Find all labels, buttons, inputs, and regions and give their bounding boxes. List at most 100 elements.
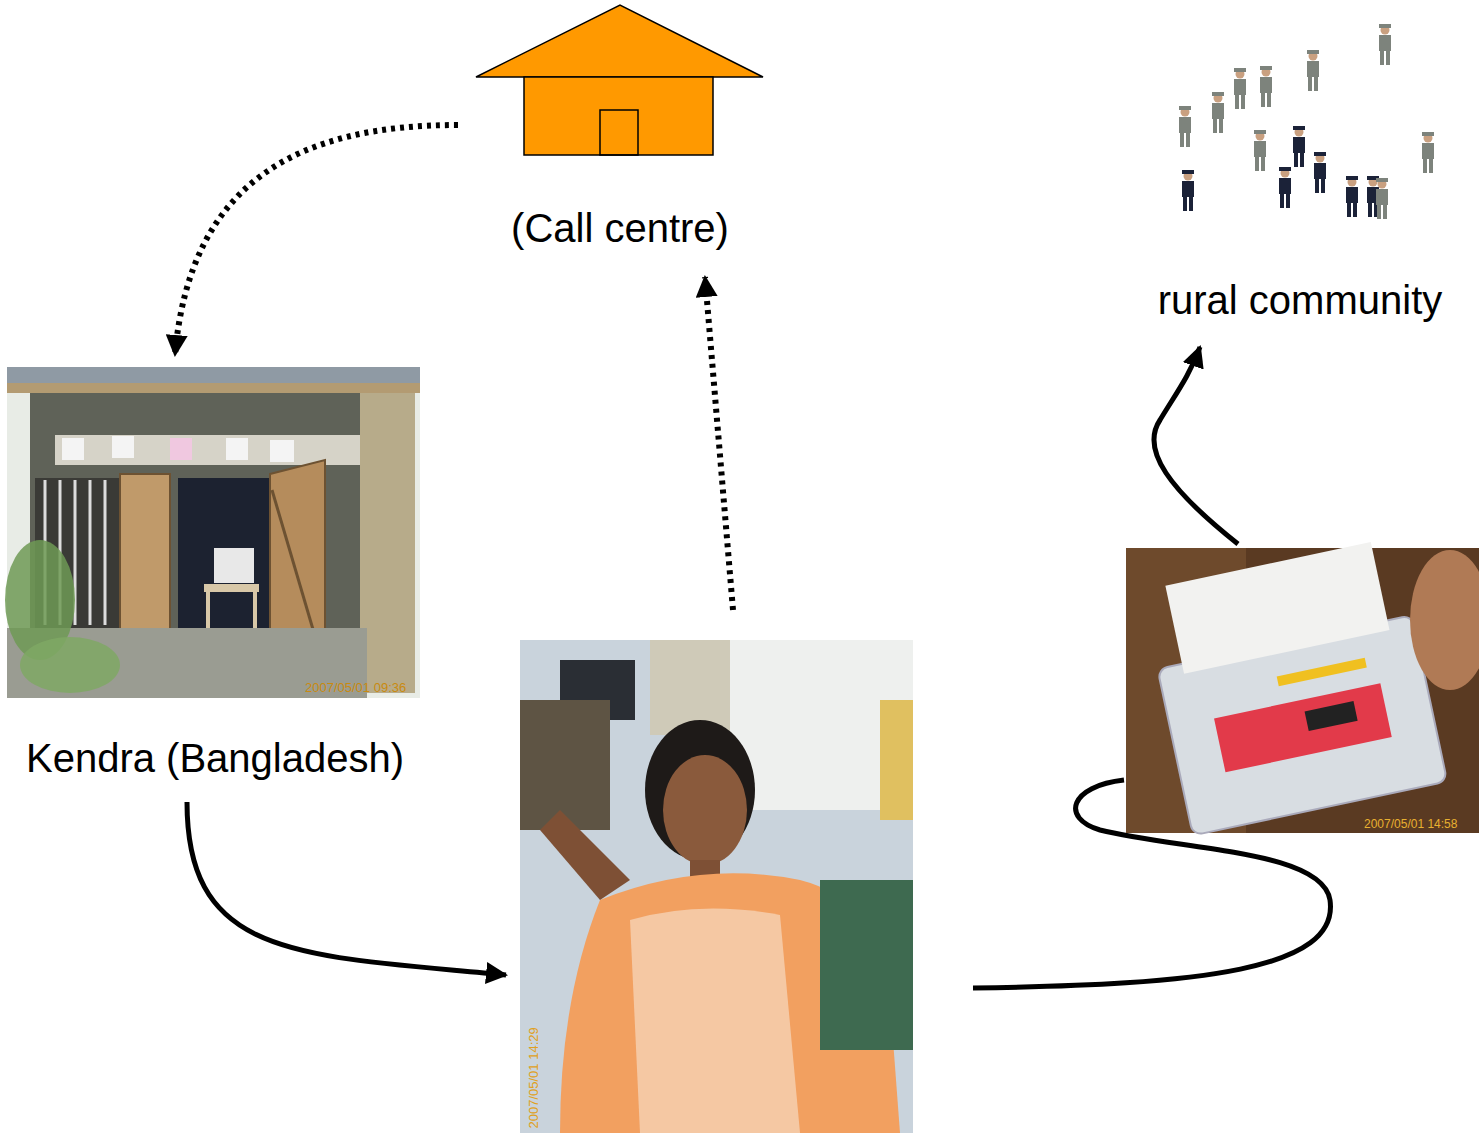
kendra-photo	[360, 393, 415, 693]
test-kit-photo	[1277, 658, 1367, 686]
person-part	[1179, 106, 1191, 110]
person-part	[1346, 176, 1358, 180]
people-icons	[1179, 24, 1434, 219]
person-part	[1422, 132, 1434, 136]
person-part	[1293, 137, 1305, 153]
woman-photo-node: 2007/05/01 14:29	[520, 640, 913, 1133]
kendra-photo	[5, 367, 420, 698]
person-part	[1307, 61, 1319, 77]
person-part	[1380, 51, 1384, 65]
person-part	[1279, 178, 1291, 194]
person-part	[1213, 119, 1217, 133]
photo-timestamp: 2007/05/01 14:58	[1364, 818, 1457, 832]
text-holder: rural community	[1125, 277, 1475, 323]
house-icon	[476, 5, 763, 155]
person-part	[1279, 167, 1291, 171]
person-part	[1314, 152, 1326, 156]
person-part	[1300, 153, 1304, 167]
kendra-photo	[226, 438, 248, 460]
woman-photo	[820, 880, 913, 1050]
person-part	[1241, 95, 1245, 109]
solid-arrow	[187, 802, 506, 975]
text-holder: 2007/05/01 09:36	[305, 678, 420, 696]
person-part	[1429, 159, 1433, 173]
person-part	[1267, 93, 1271, 107]
person-part	[1376, 189, 1388, 205]
person-part	[1179, 117, 1191, 133]
person-part	[1254, 141, 1266, 157]
kendra-photo	[7, 383, 420, 393]
person-part	[1314, 77, 1318, 91]
photo-timestamp: 2007/05/01 14:29	[527, 1027, 542, 1128]
woman-photo	[880, 700, 913, 820]
person-icon	[1314, 152, 1326, 193]
house-icon	[600, 110, 638, 155]
person-part	[1377, 205, 1381, 219]
kendra-photo	[20, 637, 120, 693]
kendra-photo	[170, 438, 192, 460]
kendra-photo	[104, 480, 107, 625]
test-kit-photo	[1126, 537, 1479, 836]
person-icon	[1279, 167, 1291, 208]
person-part	[1189, 197, 1193, 211]
person-icon	[1422, 132, 1434, 173]
person-part	[1386, 51, 1390, 65]
kendra-photo	[270, 440, 294, 462]
text-holder: (Call centre)	[470, 205, 770, 251]
person-icon	[1234, 68, 1246, 109]
node-label: rural community	[1158, 277, 1443, 323]
test-kit-photo-node: 2007/05/01 14:58	[1126, 548, 1479, 833]
woman-photo	[520, 640, 913, 1133]
person-part	[1294, 153, 1298, 167]
person-part	[1383, 205, 1387, 219]
rural-community-node: rural community	[1125, 15, 1475, 325]
person-part	[1347, 203, 1351, 217]
person-icon	[1293, 126, 1305, 167]
person-part	[1379, 35, 1391, 51]
woman-photo	[630, 909, 800, 1133]
person-icon	[1307, 50, 1319, 91]
kendra-photo	[89, 480, 92, 625]
woman-photo	[520, 640, 913, 1133]
kendra-photo	[214, 548, 254, 583]
person-part	[1234, 79, 1246, 95]
node-label: Kendra (Bangladesh)	[26, 735, 404, 781]
dotted-arrow	[175, 125, 458, 355]
person-part	[1346, 187, 1358, 203]
person-part	[1261, 93, 1265, 107]
person-part	[1423, 159, 1427, 173]
person-part	[1376, 178, 1388, 182]
kendra-photo	[62, 438, 84, 460]
person-part	[1186, 133, 1190, 147]
person-part	[1293, 126, 1305, 130]
dotted-arrow	[705, 277, 733, 610]
person-part	[1315, 179, 1319, 193]
node-label: (Call centre)	[511, 205, 729, 251]
person-icon	[1376, 178, 1388, 219]
person-part	[1180, 133, 1184, 147]
person-icon	[1254, 130, 1266, 171]
person-part	[1422, 143, 1434, 159]
person-part	[1261, 157, 1265, 171]
person-part	[1286, 194, 1290, 208]
test-kit-photo	[1410, 550, 1479, 690]
person-part	[1321, 179, 1325, 193]
test-kit-photo	[1141, 537, 1447, 836]
solid-arrow	[1154, 347, 1238, 544]
kendra-photo	[7, 367, 420, 383]
person-part	[1368, 203, 1372, 217]
call-centre-node: (Call centre)	[470, 0, 770, 265]
woman-photo	[650, 640, 730, 735]
kendra-photo	[120, 474, 170, 634]
person-part	[1379, 24, 1391, 28]
person-part	[1183, 197, 1187, 211]
person-part	[1235, 95, 1239, 109]
kendra-photo	[55, 435, 360, 465]
test-kit-photo	[1305, 701, 1358, 731]
text-holder: Kendra (Bangladesh)	[5, 735, 425, 781]
person-icon	[1182, 170, 1194, 211]
person-part	[1314, 163, 1326, 179]
text-holder: 2007/05/01 14:29	[524, 1014, 542, 1129]
